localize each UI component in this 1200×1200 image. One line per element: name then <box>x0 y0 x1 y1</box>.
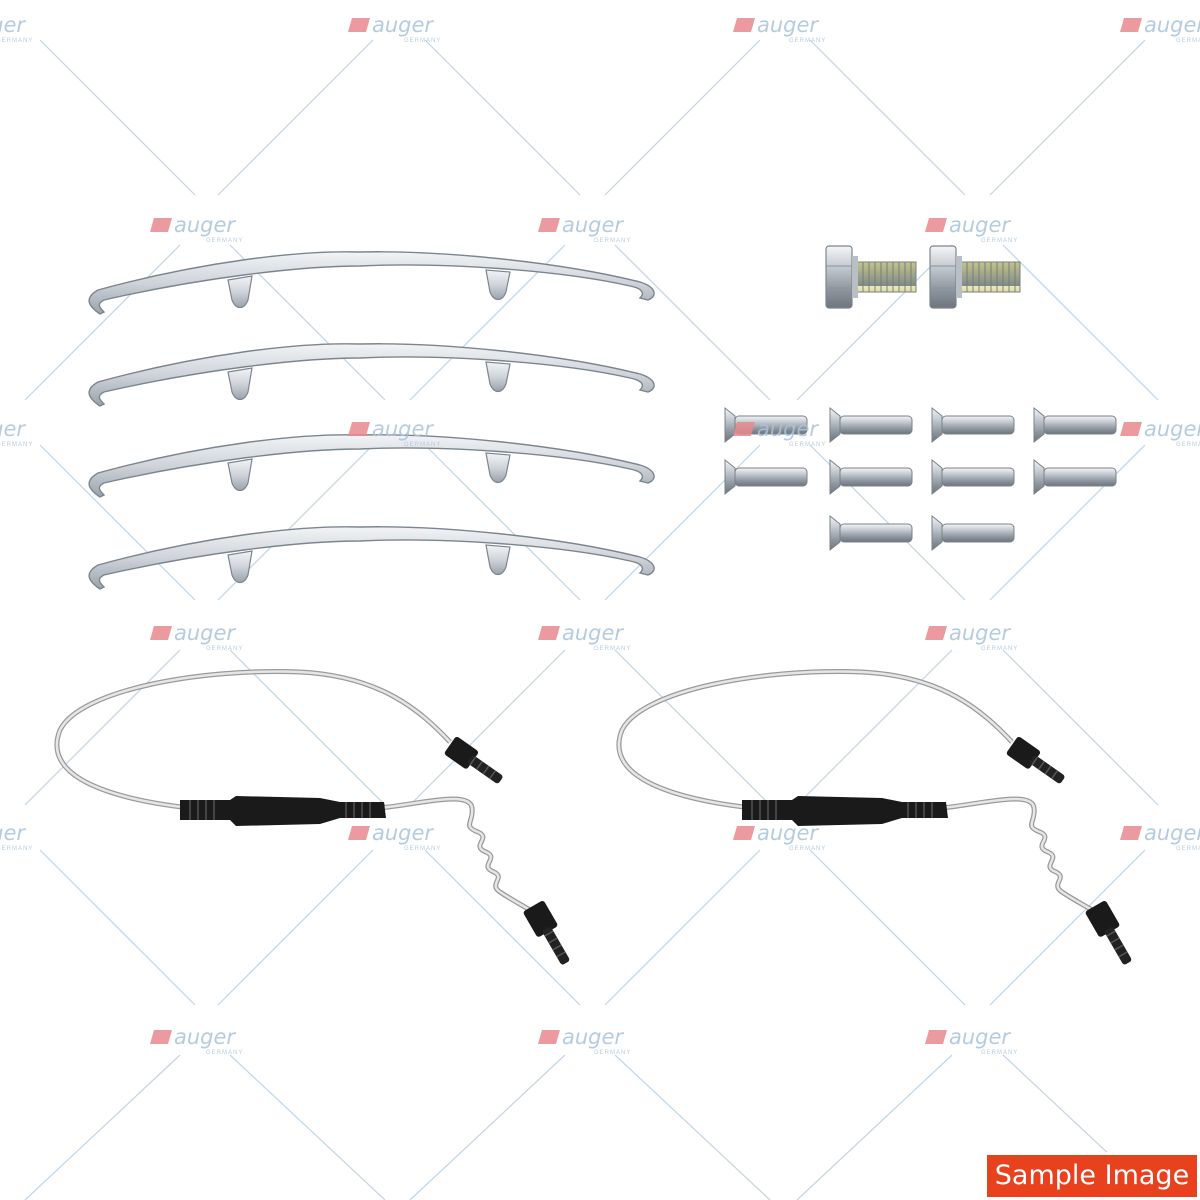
rivet <box>931 514 1015 552</box>
hex-bolt <box>929 245 1021 309</box>
watermark-brand: auger <box>372 13 434 37</box>
watermark-sub: GERMANY <box>0 442 33 448</box>
watermark-brand: auger <box>1144 13 1200 37</box>
watermark-sub: GERMANY <box>594 1050 631 1056</box>
watermark-brand: auger <box>0 13 26 37</box>
wear-sensor-cable <box>616 669 1132 965</box>
rivet <box>931 458 1015 496</box>
rivet <box>724 458 808 496</box>
watermark-sub: GERMANY <box>1176 442 1200 448</box>
watermark-brand: auger <box>949 213 1011 237</box>
watermark-brand: auger <box>372 821 434 845</box>
watermark-brand: auger <box>174 1025 236 1049</box>
rivet-group <box>724 406 1117 552</box>
rivet <box>829 514 913 552</box>
spring-clip <box>88 434 655 498</box>
rivet <box>829 458 913 496</box>
rivet <box>724 406 808 444</box>
watermark-brand: auger <box>562 213 624 237</box>
watermark-brand: auger <box>174 213 236 237</box>
watermark-brand: auger <box>0 417 26 441</box>
watermark-sub: GERMANY <box>594 238 631 244</box>
watermark-brand: auger <box>0 821 26 845</box>
watermark-brand: auger <box>757 821 819 845</box>
watermark-sub: GERMANY <box>981 1050 1018 1056</box>
watermark-sub: GERMANY <box>981 238 1018 244</box>
watermark-sub: GERMANY <box>0 38 33 44</box>
watermark-sub: GERMANY <box>789 442 826 448</box>
watermark-sub: GERMANY <box>1176 38 1200 44</box>
watermark-sub: GERMANY <box>206 238 243 244</box>
watermark-brand: auger <box>757 417 819 441</box>
watermark-brand: auger <box>562 1025 624 1049</box>
watermark-sub: GERMANY <box>206 1050 243 1056</box>
rivet <box>931 406 1015 444</box>
watermark-sub: GERMANY <box>404 846 441 852</box>
rivet <box>1033 406 1117 444</box>
watermark-logo-layer: augerGERMANYaugerGERMANYaugerGERMANYauge… <box>0 13 1200 1056</box>
rivet <box>829 406 913 444</box>
watermark-brand: auger <box>1144 821 1200 845</box>
watermark-sub: GERMANY <box>789 846 826 852</box>
watermark-sub: GERMANY <box>594 646 631 652</box>
spring-clip <box>88 251 655 315</box>
watermark-brand: auger <box>757 13 819 37</box>
watermark-sub: GERMANY <box>404 442 441 448</box>
watermark-sub: GERMANY <box>1176 846 1200 852</box>
spring-clip <box>88 343 655 407</box>
watermark-sub: GERMANY <box>0 846 33 852</box>
watermark-brand: auger <box>174 621 236 645</box>
watermark-brand: auger <box>562 621 624 645</box>
watermark-sub: GERMANY <box>206 646 243 652</box>
watermark-brand: auger <box>1144 417 1200 441</box>
watermark-sub: GERMANY <box>789 38 826 44</box>
sample-image-badge: Sample Image <box>984 1152 1200 1200</box>
rivet <box>1033 458 1117 496</box>
watermark-brand: auger <box>949 621 1011 645</box>
wear-sensor-cable <box>54 669 570 965</box>
watermark-brand: auger <box>372 417 434 441</box>
watermark-brand: auger <box>949 1025 1011 1049</box>
hex-bolt <box>825 245 917 309</box>
watermark-sub: GERMANY <box>404 38 441 44</box>
spring-clip <box>88 526 655 590</box>
watermark-sub: GERMANY <box>981 646 1018 652</box>
